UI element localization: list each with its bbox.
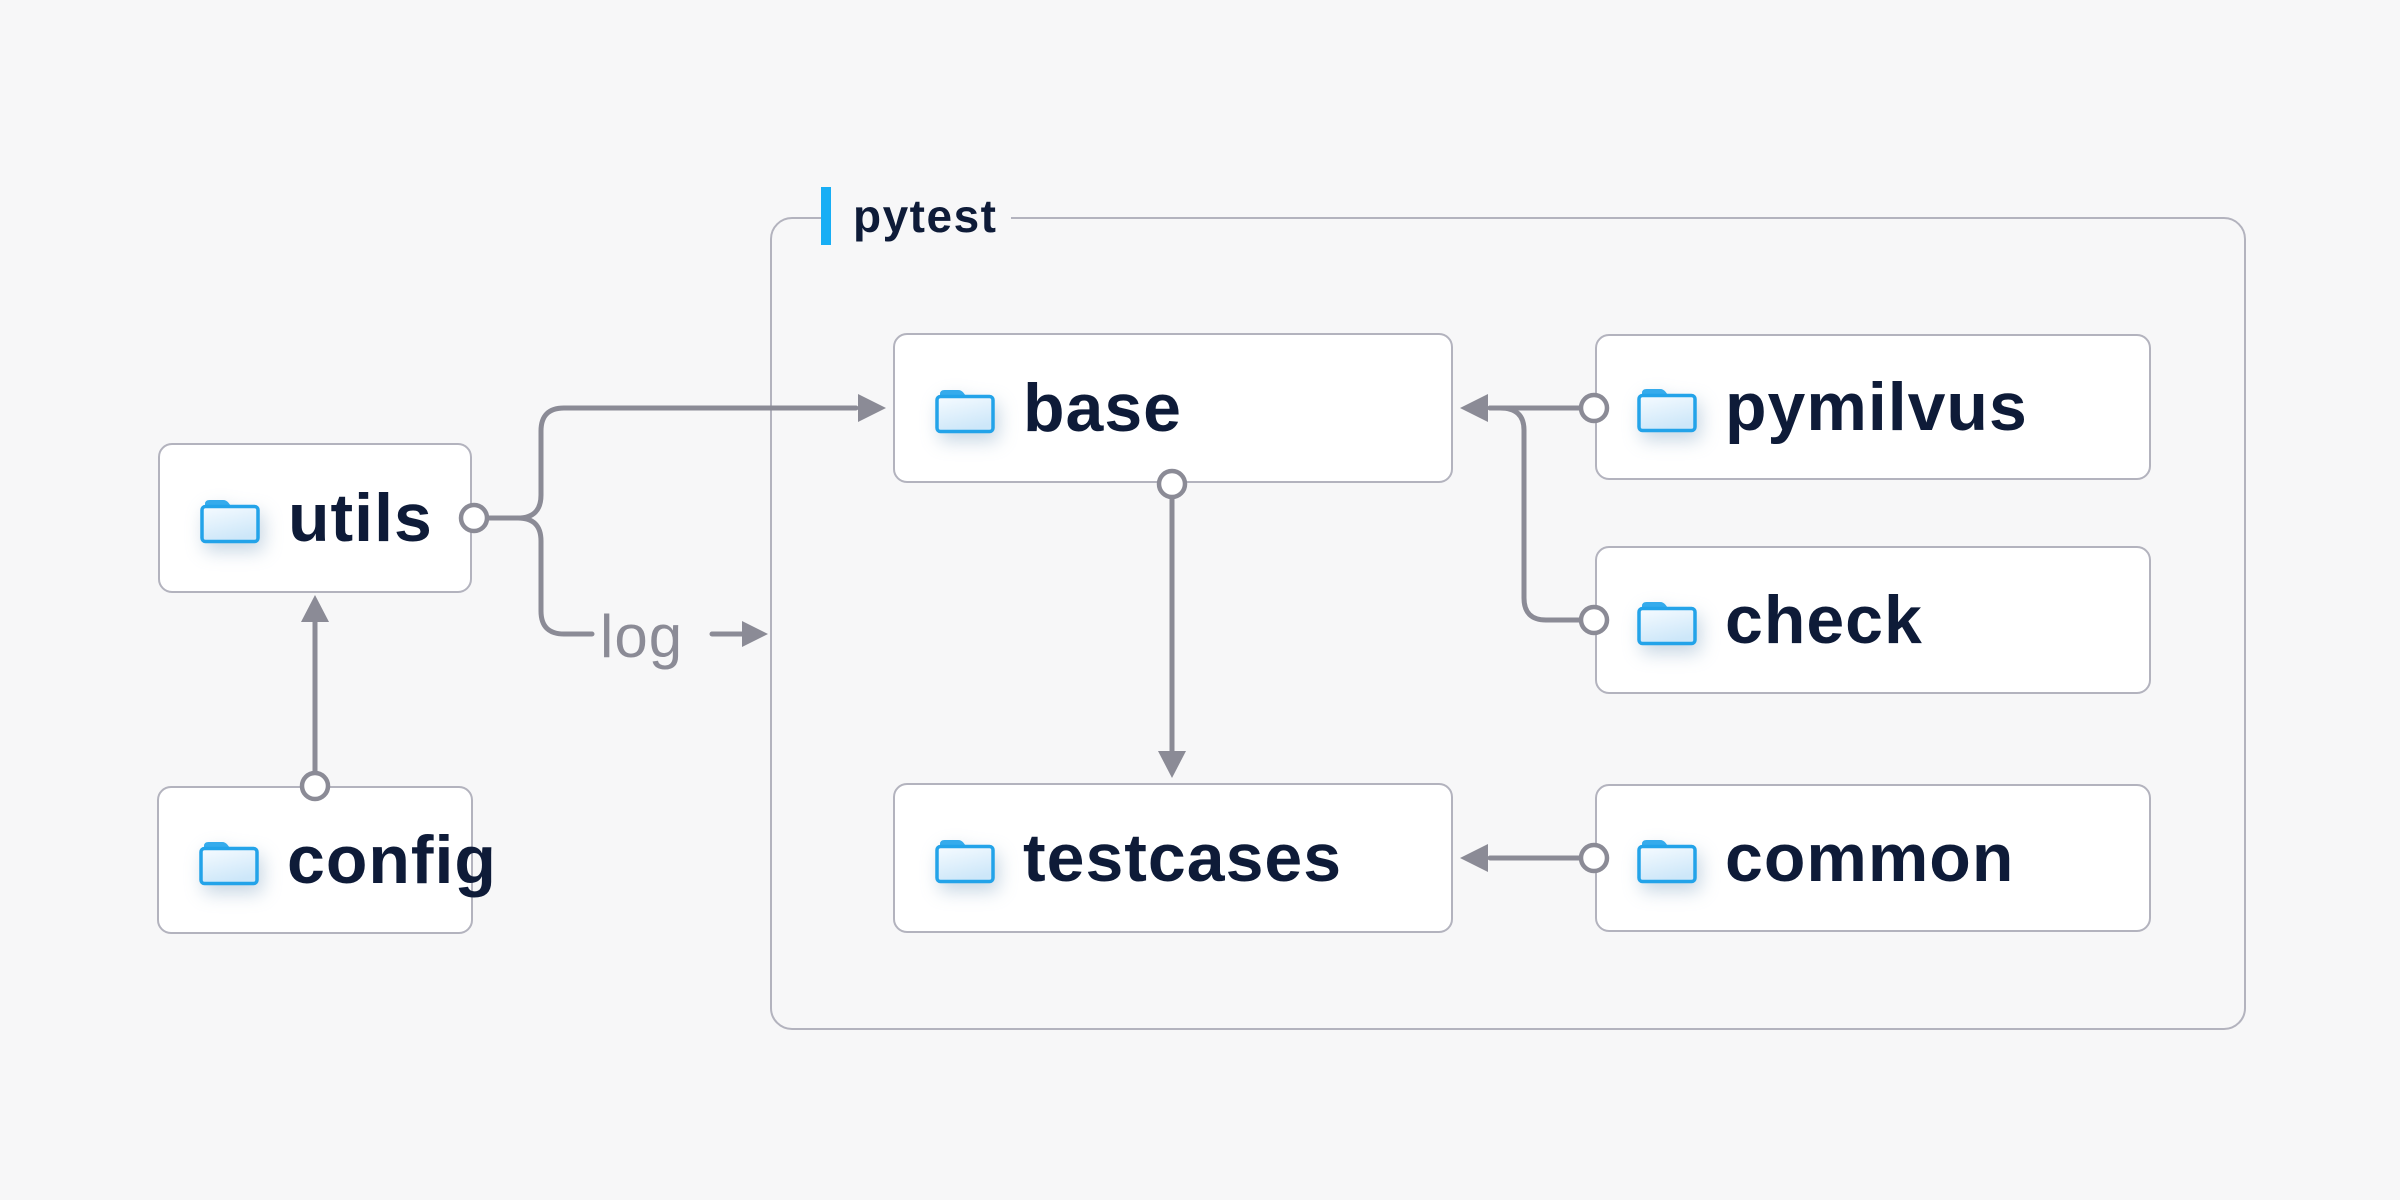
pytest-container-title: pytest: [853, 190, 998, 242]
edge-label-log: log: [600, 603, 684, 670]
folder-icon: [1637, 602, 1697, 646]
node-base: base: [893, 333, 1453, 483]
folder-icon: [199, 842, 259, 886]
node-label: config: [287, 822, 497, 898]
node-label: check: [1725, 582, 1923, 658]
folder-icon: [1637, 840, 1697, 884]
node-config: config: [157, 786, 496, 934]
pytest-container: [770, 217, 2246, 1030]
edge-config-utils: [301, 595, 329, 774]
node-check: check: [1595, 546, 2151, 694]
node-label: base: [1023, 370, 1182, 446]
edge-line: [515, 515, 595, 637]
node-label: utils: [288, 480, 433, 556]
node-common: common: [1595, 784, 2151, 932]
folder-icon: [935, 840, 995, 884]
node-testcases: testcases: [893, 783, 1453, 933]
node-label: pymilvus: [1725, 369, 2028, 445]
pytest-container-label: pytest: [821, 184, 1012, 248]
node-label: testcases: [1023, 820, 1343, 896]
folder-icon: [200, 500, 260, 544]
node-label: common: [1725, 820, 2015, 896]
node-pymilvus: pymilvus: [1595, 334, 2151, 480]
folder-icon: [1637, 389, 1697, 433]
arrowhead-up-icon: [301, 595, 329, 622]
accent-bar-icon: [821, 187, 831, 245]
folder-icon: [935, 390, 995, 434]
arrowhead-right-icon: [742, 621, 768, 647]
node-utils: utils: [158, 443, 472, 593]
